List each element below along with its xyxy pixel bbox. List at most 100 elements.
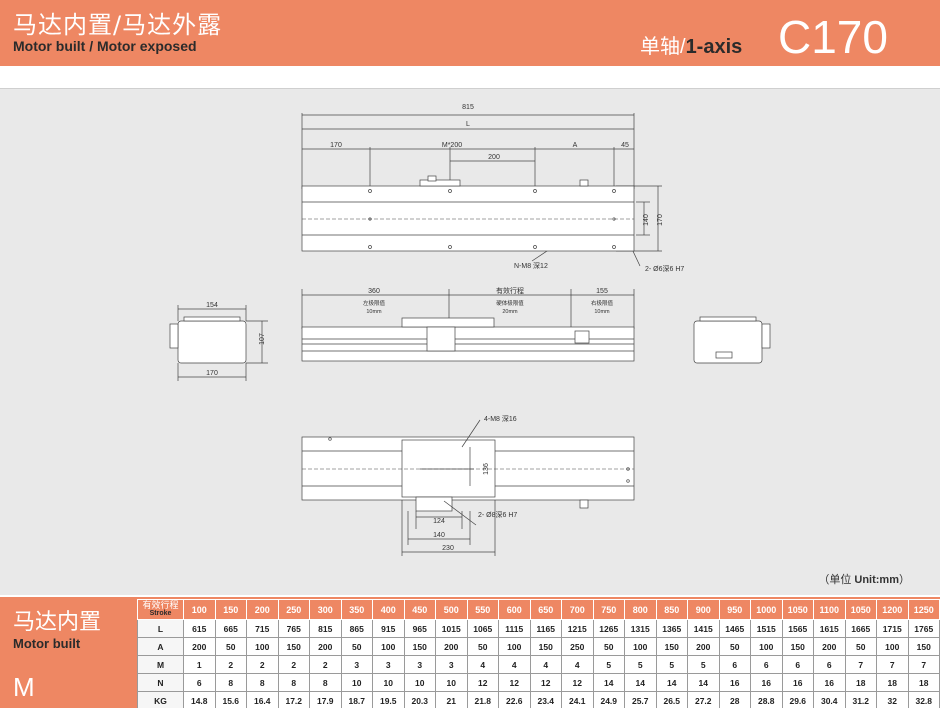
stroke-cell: 100: [183, 599, 216, 620]
table-cell: 1715: [876, 619, 909, 638]
table-cell: 10: [403, 673, 436, 692]
table-cell: 50: [214, 637, 247, 656]
dim-360: 360: [368, 288, 380, 295]
table-cell: 21.8: [466, 691, 499, 708]
table-cell: 3: [372, 655, 405, 674]
stroke-cell: 950: [718, 599, 751, 620]
left-end-view: [169, 305, 268, 381]
table-cell: 100: [624, 637, 657, 656]
drawing-canvas: 815 L 170 M*200 200 A 45 140 170 N-M8 深1…: [169, 104, 771, 556]
stroke-cell: 1050: [844, 599, 877, 620]
title-en: Motor built / Motor exposed: [13, 38, 197, 54]
stroke-cell: 1000: [750, 599, 783, 620]
table-cell: 4: [466, 655, 499, 674]
table-cell: 8: [277, 673, 310, 692]
table-cell: 965: [403, 619, 436, 638]
stroke-cell: 450: [403, 599, 436, 620]
model-name: C170: [778, 11, 888, 63]
stroke-cell: 650: [529, 599, 562, 620]
unit-cn: （单位: [818, 574, 855, 586]
table-cell: 1015: [435, 619, 468, 638]
table-cell: 18: [844, 673, 877, 692]
label-hole-6: 2- Ø6深6 H7: [645, 264, 684, 273]
row-label: A: [137, 637, 184, 656]
table-cell: 3: [403, 655, 436, 674]
table-cell: 14: [624, 673, 657, 692]
table-cell: 100: [750, 637, 783, 656]
stroke-cell: 1250: [907, 599, 940, 620]
table-cell: 1: [183, 655, 216, 674]
table-cell: 30.4: [813, 691, 846, 708]
table-cell: 28.8: [750, 691, 783, 708]
table-cell: 7: [844, 655, 877, 674]
right-end-view: [693, 316, 771, 364]
dim-815: 815: [462, 104, 474, 111]
table-cell: 18: [876, 673, 909, 692]
table-cell: 150: [403, 637, 436, 656]
table-cell: 12: [466, 673, 499, 692]
table-cell: 1165: [529, 619, 562, 638]
technical-drawing: 815 L 170 M*200 200 A 45 140 170 N-M8 深1…: [0, 88, 940, 595]
bottom-view-body: [301, 419, 635, 556]
table-cell: 50: [844, 637, 877, 656]
stroke-cell: 550: [466, 599, 499, 620]
table-cell: 19.5: [372, 691, 405, 708]
dim-a: A: [573, 142, 578, 149]
row-label: L: [137, 619, 184, 638]
table-cell: 6: [750, 655, 783, 674]
table-cell: 16.4: [246, 691, 279, 708]
table-cell: 50: [340, 637, 373, 656]
axis-label: 单轴/1-axis: [640, 30, 742, 59]
table-cell: 200: [435, 637, 468, 656]
table-cell: 10: [372, 673, 405, 692]
table-cell: 1515: [750, 619, 783, 638]
limit-left: 左极限值: [363, 299, 386, 307]
side-view-dims: [301, 289, 635, 329]
label-n-m8: N-M8 深12: [514, 261, 548, 270]
table-cell: 16: [718, 673, 751, 692]
table-cell: 10: [340, 673, 373, 692]
table-cell: 615: [183, 619, 216, 638]
table-cell: 8: [214, 673, 247, 692]
table-cell: 3: [340, 655, 373, 674]
table-cell: 10: [435, 673, 468, 692]
dim-154: 154: [206, 302, 218, 309]
table-cell: 1665: [844, 619, 877, 638]
table-cell: 50: [466, 637, 499, 656]
table-cell: 16: [750, 673, 783, 692]
table-cell: 14.8: [183, 691, 216, 708]
table-cell: 150: [277, 637, 310, 656]
table-cell: 7: [907, 655, 940, 674]
stroke-cell: 300: [309, 599, 342, 620]
table-cell: 100: [876, 637, 909, 656]
table-cell: 815: [309, 619, 342, 638]
table-cell: 23.4: [529, 691, 562, 708]
limit-left-value: 10mm: [366, 309, 382, 315]
header-banner: 马达内置/马达外露 Motor built / Motor exposed 单轴…: [0, 0, 940, 66]
limit-right-value: 10mm: [594, 309, 610, 315]
table-cell: 150: [907, 637, 940, 656]
dim-45: 45: [621, 142, 629, 149]
table-cell: 12: [498, 673, 531, 692]
table-cell: 22.6: [498, 691, 531, 708]
dim-107: 107: [259, 333, 266, 345]
unit-en: Unit:mm: [854, 574, 899, 586]
dim-136: 136: [483, 463, 490, 475]
unit-note: （单位 Unit:mm）: [818, 571, 910, 587]
table-cell: 3: [435, 655, 468, 674]
dim-230: 230: [442, 545, 454, 552]
table-cell: 50: [592, 637, 625, 656]
table-cell: 1465: [718, 619, 751, 638]
table-cell: 6: [813, 655, 846, 674]
table-cell: 1215: [561, 619, 594, 638]
table-cell: 2: [309, 655, 342, 674]
axis-cn: 单轴/: [640, 36, 686, 58]
row-label: N: [137, 673, 184, 692]
title-cn: 马达内置/马达外露: [13, 11, 223, 39]
table-cell: 17.9: [309, 691, 342, 708]
dim-140: 140: [643, 214, 650, 226]
stroke-cell: 700: [561, 599, 594, 620]
limit-hard-value: 20mm: [502, 309, 518, 315]
